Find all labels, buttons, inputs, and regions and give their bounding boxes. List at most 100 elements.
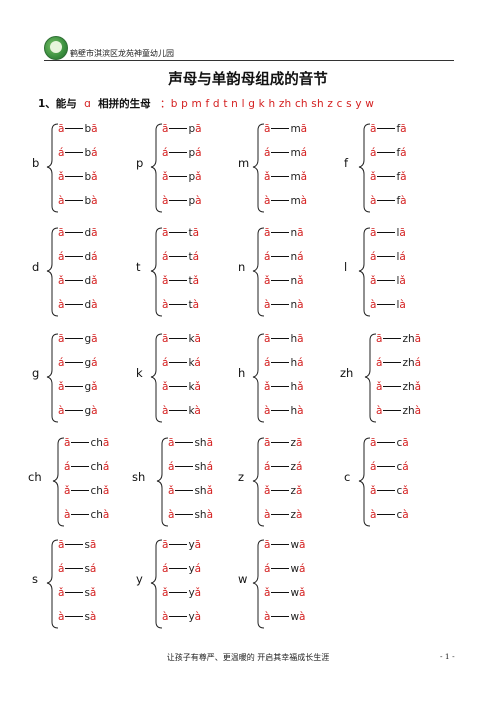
- syllable: fá: [396, 147, 406, 159]
- syllable-vowel: á: [402, 461, 409, 473]
- tone-vowel: à: [162, 405, 169, 417]
- syllable-vowel: à: [195, 195, 202, 207]
- syllable-vowel: ǎ: [89, 587, 97, 599]
- brace-icon: [252, 227, 265, 317]
- tone-vowel: ā: [58, 227, 65, 239]
- syllable: pà: [188, 195, 201, 207]
- syllable-initial: t: [188, 299, 193, 311]
- syllable-vowel: á: [299, 563, 306, 575]
- connector-line: [271, 441, 290, 443]
- syllable-initial: t: [188, 227, 193, 239]
- syllable-vowel: á: [89, 563, 97, 575]
- syllable: tà: [188, 299, 199, 311]
- initial-label: c: [344, 470, 351, 484]
- tone-vowel: ǎ: [264, 275, 271, 287]
- syllable-vowel: ā: [297, 227, 304, 239]
- connector-line: [169, 361, 188, 363]
- syllable-initial: d: [84, 227, 92, 239]
- connector-line: [377, 279, 396, 281]
- connector-line: [383, 337, 402, 339]
- syllable: kà: [188, 405, 200, 417]
- connector-line: [271, 127, 290, 129]
- syllable-vowel: á: [91, 251, 98, 263]
- connector-line: [271, 231, 290, 233]
- tone-vowel: à: [370, 299, 377, 311]
- syllable: tá: [188, 251, 199, 263]
- tone-vowel: ǎ: [162, 171, 169, 183]
- syllable-vowel: á: [295, 461, 303, 473]
- syllable: tā: [188, 227, 199, 239]
- tone-vowel: á: [162, 147, 169, 159]
- syllable-initial: t: [188, 275, 193, 287]
- connector-line: [65, 279, 84, 281]
- syllable: yǎ: [188, 587, 201, 599]
- connector-line: [377, 489, 396, 491]
- initial-label: p: [136, 156, 144, 170]
- syllable: pā: [188, 123, 201, 135]
- syllable-initial: y: [188, 539, 195, 551]
- connector-line: [175, 513, 194, 515]
- tone-vowel: à: [162, 195, 169, 207]
- brace-icon: [252, 123, 265, 213]
- intro-label-2: 相拼的生母: [98, 98, 151, 110]
- connector-line: [65, 151, 84, 153]
- syllable-vowel: ā: [297, 333, 304, 345]
- connector-line: [65, 175, 84, 177]
- syllable: dà: [84, 299, 97, 311]
- initial-label: n: [238, 260, 246, 274]
- tone-vowel: ǎ: [58, 171, 65, 183]
- connector-line: [271, 199, 290, 201]
- brace-icon: [156, 437, 169, 527]
- syllable: lǎ: [396, 275, 405, 287]
- connector-line: [271, 567, 290, 569]
- syllable: wà: [290, 611, 305, 623]
- syllable-vowel: ǎ: [194, 587, 202, 599]
- syllable: ká: [188, 357, 200, 369]
- syllable: lā: [396, 227, 405, 239]
- syllable-initial: l: [396, 299, 400, 311]
- syllable-vowel: à: [297, 299, 304, 311]
- tone-vowel: à: [58, 611, 65, 623]
- syllable: shà: [194, 509, 213, 521]
- connector-line: [65, 385, 84, 387]
- tone-vowel: á: [264, 563, 271, 575]
- tone-vowel: á: [162, 251, 169, 263]
- initial-label: b: [32, 156, 40, 170]
- tone-vowel: ā: [58, 123, 65, 135]
- brace-icon: [252, 333, 265, 423]
- initial-label: zh: [340, 366, 354, 380]
- syllable-vowel: ǎ: [295, 485, 303, 497]
- syllable: cǎ: [396, 485, 408, 497]
- syllable-vowel: à: [89, 611, 97, 623]
- syllable-initial: z: [290, 461, 296, 473]
- syllable-vowel: ā: [91, 227, 98, 239]
- tone-vowel: ā: [162, 227, 169, 239]
- brace-icon: [150, 227, 163, 317]
- syllable-initial: ch: [90, 485, 103, 497]
- connector-line: [169, 591, 188, 593]
- syllable-initial: s: [84, 611, 90, 623]
- tone-vowel: ǎ: [264, 485, 271, 497]
- syllable-vowel: á: [91, 357, 98, 369]
- connector-line: [377, 441, 396, 443]
- tone-vowel: à: [64, 509, 71, 521]
- syllable: zhá: [402, 357, 421, 369]
- syllable-vowel: ǎ: [400, 171, 407, 183]
- syllable-initial: b: [84, 171, 92, 183]
- connector-line: [271, 151, 290, 153]
